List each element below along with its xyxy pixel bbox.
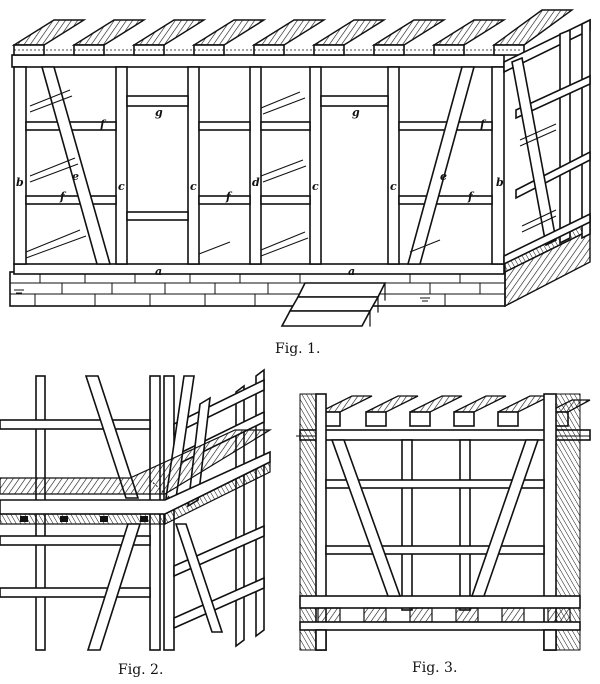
label-c-4: c — [390, 180, 397, 193]
label-g-left: g — [155, 106, 163, 119]
label-e-right: e — [440, 170, 447, 183]
label-a-right: a — [348, 265, 355, 278]
label-c-3: c — [312, 180, 319, 193]
figure-1-letter-labels: a a b b c c c c d e e f f f f f g g — [16, 106, 504, 278]
label-c-2: c — [190, 180, 197, 193]
figure-2-caption: Fig. 2. — [118, 662, 164, 678]
label-g-right: g — [352, 106, 360, 119]
label-f-5: f — [467, 190, 475, 203]
label-a-left: a — [155, 265, 162, 278]
figure-3-caption: Fig. 3. — [412, 660, 458, 676]
label-c-1: c — [118, 180, 125, 193]
figure-3-wall-section — [296, 393, 591, 651]
label-f-1: f — [99, 118, 107, 131]
interior-hatching — [25, 89, 441, 259]
label-f-4: f — [479, 118, 487, 131]
overhang-beam — [0, 429, 273, 525]
label-f-2: f — [59, 190, 67, 203]
label-b-left: b — [16, 176, 24, 189]
wall-posts — [13, 66, 505, 265]
figure-1-half-timbered-wall: a a b b c c c c d e e f f f f f g g — [9, 9, 591, 327]
side-wall-frame — [503, 18, 591, 266]
figure-1-caption: Fig. 1. — [275, 341, 321, 357]
ground-marks — [14, 289, 430, 302]
entrance-steps — [280, 282, 387, 327]
label-e-left: e — [72, 170, 79, 183]
ceiling-joists — [11, 9, 575, 56]
label-b-right: b — [496, 176, 504, 189]
figure-2-corner-joint — [0, 368, 273, 651]
sill-beam — [13, 263, 505, 275]
diagonal-braces — [40, 66, 476, 265]
label-d: d — [252, 176, 260, 189]
label-f-3: f — [225, 190, 233, 203]
top-plate — [11, 54, 505, 68]
